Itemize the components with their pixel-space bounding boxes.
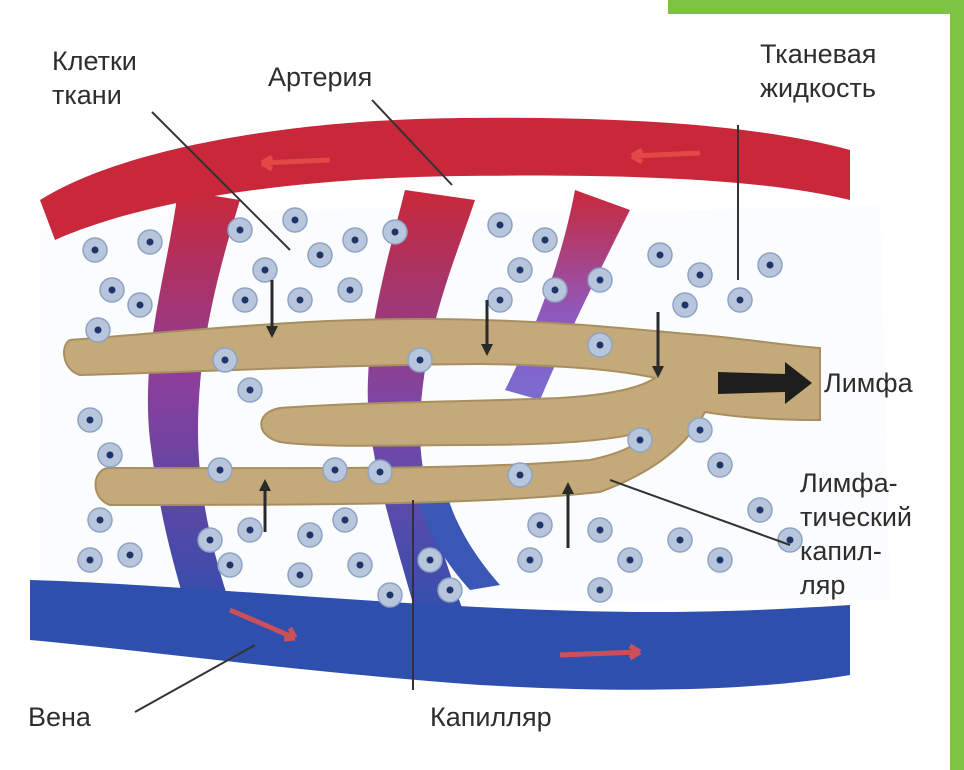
label-artery: Артерия bbox=[268, 60, 372, 94]
tissue-cell bbox=[78, 548, 102, 572]
tissue-cell bbox=[673, 293, 697, 317]
tissue-cell bbox=[543, 278, 567, 302]
tissue-cell bbox=[668, 528, 692, 552]
label-lymph-capillary: Лимфа- тический капил- ляр bbox=[800, 466, 912, 602]
tissue-cell bbox=[758, 253, 782, 277]
tissue-cell bbox=[283, 208, 307, 232]
tissue-cell bbox=[88, 508, 112, 532]
tissue-cell bbox=[588, 518, 612, 542]
tissue-cell bbox=[383, 220, 407, 244]
tissue-cell bbox=[343, 228, 367, 252]
tissue-cell bbox=[778, 528, 802, 552]
tissue-cell bbox=[533, 228, 557, 252]
label-capillary: Капилляр bbox=[430, 700, 552, 734]
tissue-cell bbox=[238, 518, 262, 542]
tissue-cell bbox=[618, 548, 642, 572]
tissue-cell bbox=[208, 458, 232, 482]
tissue-cell bbox=[323, 458, 347, 482]
label-tissue-cells: Клетки ткани bbox=[52, 44, 137, 112]
tissue-cell bbox=[708, 453, 732, 477]
tissue-cell bbox=[213, 348, 237, 372]
tissue-cell bbox=[218, 553, 242, 577]
tissue-cell bbox=[238, 378, 262, 402]
tissue-cell bbox=[288, 563, 312, 587]
tissue-cell bbox=[333, 508, 357, 532]
tissue-cell bbox=[588, 578, 612, 602]
tissue-cell bbox=[138, 230, 162, 254]
tissue-cell bbox=[688, 263, 712, 287]
tissue-cell bbox=[588, 268, 612, 292]
tissue-cell bbox=[86, 318, 110, 342]
tissue-cell bbox=[688, 418, 712, 442]
tissue-cell bbox=[518, 548, 542, 572]
tissue-cell bbox=[378, 583, 402, 607]
tissue-cell bbox=[528, 513, 552, 537]
tissue-cell bbox=[338, 278, 362, 302]
tissue-cell bbox=[368, 460, 392, 484]
tissue-cell bbox=[408, 348, 432, 372]
tissue-cell bbox=[418, 548, 442, 572]
tissue-cell bbox=[98, 443, 122, 467]
tissue-cell bbox=[648, 243, 672, 267]
label-tissue-fluid: Тканевая жидкость bbox=[760, 37, 876, 105]
tissue-cell bbox=[508, 463, 532, 487]
tissue-cell bbox=[288, 288, 312, 312]
tissue-cell bbox=[118, 543, 142, 567]
tissue-cell bbox=[438, 578, 462, 602]
tissue-cell bbox=[748, 498, 772, 522]
tissue-cell bbox=[308, 243, 332, 267]
tissue-cell bbox=[298, 523, 322, 547]
tissue-cell bbox=[198, 528, 222, 552]
tissue-cell bbox=[488, 288, 512, 312]
tissue-cell bbox=[588, 333, 612, 357]
tissue-cell bbox=[628, 428, 652, 452]
tissue-cell bbox=[348, 553, 372, 577]
tissue-cell bbox=[488, 213, 512, 237]
tissue-cell bbox=[708, 548, 732, 572]
label-vein: Вена bbox=[28, 700, 91, 734]
tissue-cell bbox=[100, 278, 124, 302]
label-lymph: Лимфа bbox=[824, 366, 913, 400]
tissue-cell bbox=[233, 288, 257, 312]
tissue-cell bbox=[78, 408, 102, 432]
tissue-cell bbox=[228, 218, 252, 242]
tissue-cell bbox=[728, 288, 752, 312]
tissue-cell bbox=[253, 258, 277, 282]
tissue-cell bbox=[508, 258, 532, 282]
tissue-cell bbox=[128, 293, 152, 317]
tissue-cell bbox=[83, 238, 107, 262]
